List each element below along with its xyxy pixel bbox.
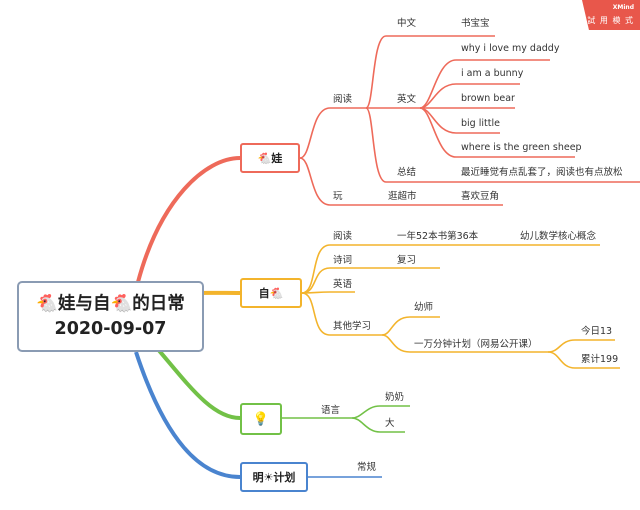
zi-other-total[interactable]: 累计199 bbox=[581, 354, 619, 365]
zi-reading[interactable]: 阅读 bbox=[333, 231, 353, 242]
idea-language[interactable]: 语言 bbox=[321, 405, 341, 416]
zi-other[interactable]: 其他学习 bbox=[333, 321, 372, 332]
topic-idea[interactable]: 💡 bbox=[240, 403, 282, 435]
wa-english-book[interactable]: brown bear bbox=[461, 93, 515, 104]
branch-idea-lines bbox=[148, 338, 410, 433]
wa-summary-text[interactable]: 最近睡觉有点乱套了，阅读也有点放松 bbox=[461, 167, 623, 178]
zi-other-item[interactable]: 幼师 bbox=[414, 302, 434, 313]
branch-wa-lines bbox=[136, 35, 640, 283]
brand-label: XMind bbox=[612, 4, 634, 11]
trial-badge: XMind 試 用 模 式 bbox=[582, 0, 640, 30]
zi-reading-book[interactable]: 幼儿数学核心概念 bbox=[520, 231, 597, 242]
root-topic[interactable]: 🐔娃与自🐔的日常 2020-09-07 bbox=[17, 281, 204, 352]
idea-language-item[interactable]: 大 bbox=[385, 418, 395, 429]
zi-english[interactable]: 英语 bbox=[333, 279, 353, 290]
topic-plan[interactable]: 明☀计划 bbox=[240, 462, 308, 492]
topic-wa[interactable]: 🐔娃 bbox=[240, 143, 300, 173]
topic-zi[interactable]: 自🐔 bbox=[240, 278, 302, 308]
wa-play-note[interactable]: 喜欢豆角 bbox=[461, 191, 500, 202]
trial-mode-label: 試 用 模 式 bbox=[587, 16, 634, 25]
wa-chinese[interactable]: 中文 bbox=[397, 18, 417, 29]
branch-plan-lines bbox=[134, 351, 382, 479]
idea-language-item[interactable]: 奶奶 bbox=[385, 392, 405, 403]
zi-poetry[interactable]: 诗词 bbox=[333, 255, 353, 266]
wa-play-place[interactable]: 逛超市 bbox=[388, 191, 417, 202]
wa-english-book[interactable]: i am a bunny bbox=[461, 68, 524, 79]
zi-poetry-note[interactable]: 复习 bbox=[397, 255, 417, 266]
wa-english-book[interactable]: why i love my daddy bbox=[461, 43, 560, 54]
wa-chinese-book[interactable]: 书宝宝 bbox=[461, 18, 490, 29]
zi-reading-progress[interactable]: 一年52本书第36本 bbox=[397, 231, 479, 242]
topic-zi-label: 自🐔 bbox=[258, 287, 284, 300]
wa-english[interactable]: 英文 bbox=[397, 94, 417, 105]
plan-routine[interactable]: 常规 bbox=[357, 462, 377, 473]
wa-english-book[interactable]: big little bbox=[461, 118, 500, 129]
wa-english-book[interactable]: where is the green sheep bbox=[461, 142, 582, 153]
topic-wa-label: 🐔娃 bbox=[257, 152, 283, 165]
wa-play[interactable]: 玩 bbox=[333, 191, 343, 202]
zi-other-item[interactable]: 一万分钟计划（网易公开课） bbox=[414, 339, 538, 350]
lightbulb-icon: 💡 bbox=[252, 411, 270, 427]
root-title: 🐔娃与自🐔的日常 bbox=[36, 293, 185, 314]
topic-plan-label: 明☀计划 bbox=[252, 471, 296, 484]
branch-zi-lines bbox=[149, 244, 620, 369]
zi-other-today[interactable]: 今日13 bbox=[581, 326, 613, 337]
root-date: 2020-09-07 bbox=[54, 318, 167, 339]
wa-summary[interactable]: 总结 bbox=[397, 167, 417, 178]
wa-reading[interactable]: 阅读 bbox=[333, 94, 353, 105]
